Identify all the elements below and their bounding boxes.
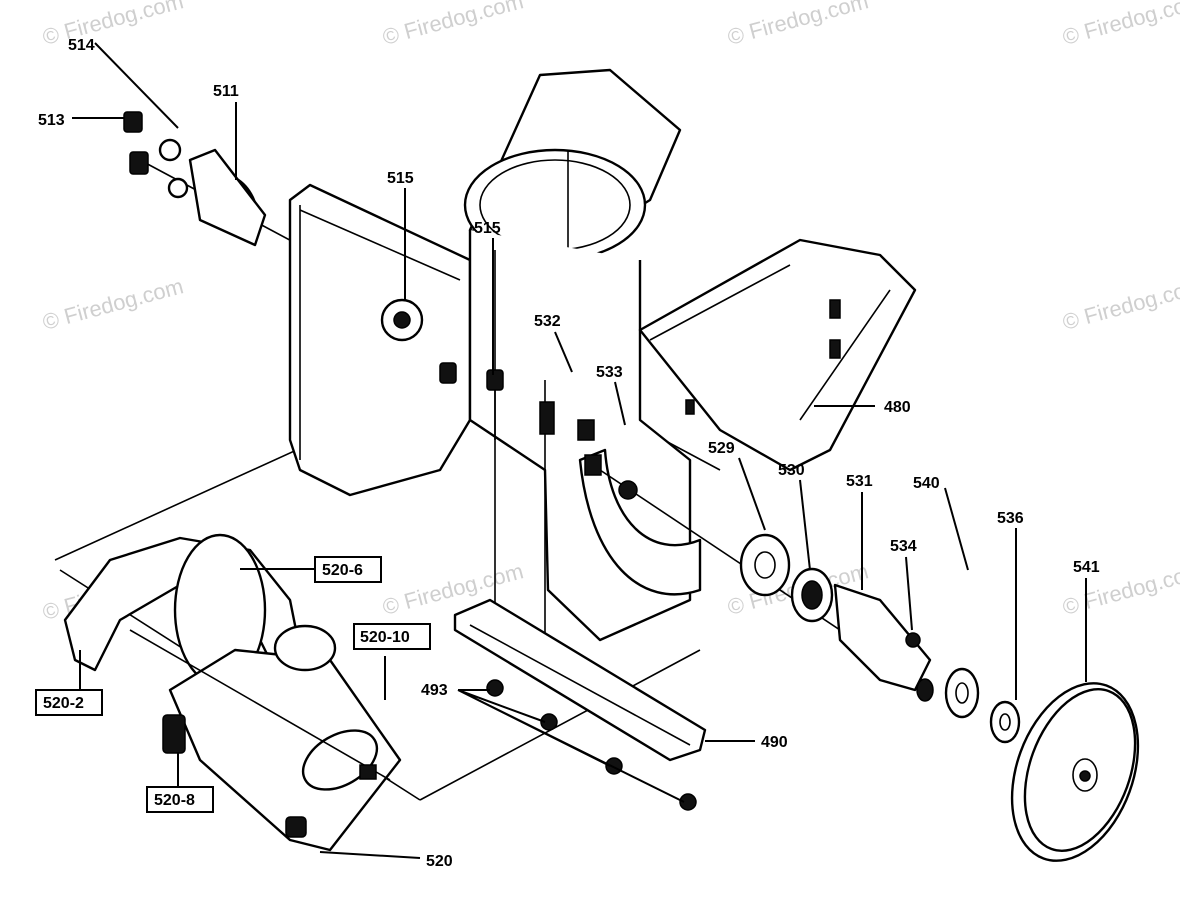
label-box-520-6 <box>314 556 382 583</box>
label-530: 530 <box>778 462 805 479</box>
watermark-1: © Firedog.com <box>40 0 186 50</box>
label-531: 531 <box>846 473 873 490</box>
label-490: 490 <box>761 734 788 751</box>
label-515-center: 515 <box>474 220 501 237</box>
part-labels: 514 513 511 515 515 532 533 480 529 530 … <box>38 37 1100 870</box>
rear-housing <box>288 183 472 497</box>
chute-arm <box>638 238 917 472</box>
watermark-3: © Firedog.com <box>725 0 871 50</box>
label-511: 511 <box>213 83 239 100</box>
label-532: 532 <box>534 313 561 330</box>
label-box-520-2 <box>35 689 103 716</box>
drawing <box>54 68 1140 862</box>
label-box-520-10 <box>353 623 431 650</box>
watermark-2: © Firedog.com <box>380 0 526 50</box>
watermark-5: © Firedog.com <box>40 273 186 335</box>
label-480: 480 <box>884 399 911 416</box>
bracket-531 <box>833 583 932 692</box>
label-box-520-8 <box>146 786 214 813</box>
washer-540 <box>944 667 980 719</box>
label-520-10: 520-10 <box>360 629 410 646</box>
label-533: 533 <box>596 364 623 381</box>
label-541: 541 <box>1073 559 1100 576</box>
label-514: 514 <box>68 37 95 54</box>
leader-lines <box>72 42 1087 859</box>
label-529: 529 <box>708 440 735 457</box>
label-534: 534 <box>890 538 917 555</box>
label-520-6: 520-6 <box>322 562 363 579</box>
label-515-left: 515 <box>387 170 414 187</box>
watermark-7: © Firedog.com <box>1060 273 1180 335</box>
washer-536 <box>989 700 1021 744</box>
label-boxes <box>35 556 431 813</box>
label-520: 520 <box>426 853 453 870</box>
label-520-8: 520-8 <box>154 792 195 809</box>
label-540: 540 <box>913 475 940 492</box>
label-520-2: 520-2 <box>43 695 84 712</box>
label-493: 493 <box>421 682 448 699</box>
bearing-529 <box>739 533 791 597</box>
watermark-4: © Firedog.com <box>1060 0 1180 50</box>
label-536: 536 <box>997 510 1024 527</box>
label-513: 513 <box>38 112 65 129</box>
